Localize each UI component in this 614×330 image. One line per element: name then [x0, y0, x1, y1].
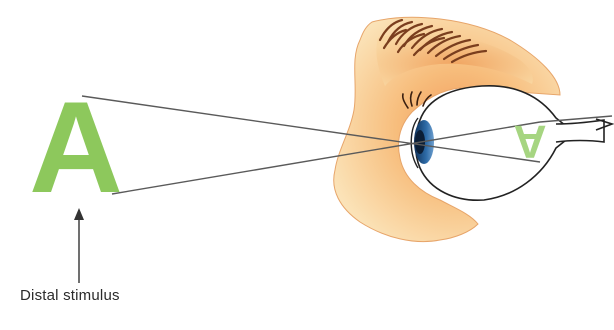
retinal-image: A	[513, 116, 546, 168]
retinal-image-letter: A	[513, 116, 546, 168]
distal-stimulus-letter: A	[29, 74, 123, 220]
distal-stimulus-pointer	[74, 208, 84, 283]
distal-stimulus-label: Distal stimulus	[20, 287, 120, 304]
optic-nerve	[556, 120, 604, 142]
